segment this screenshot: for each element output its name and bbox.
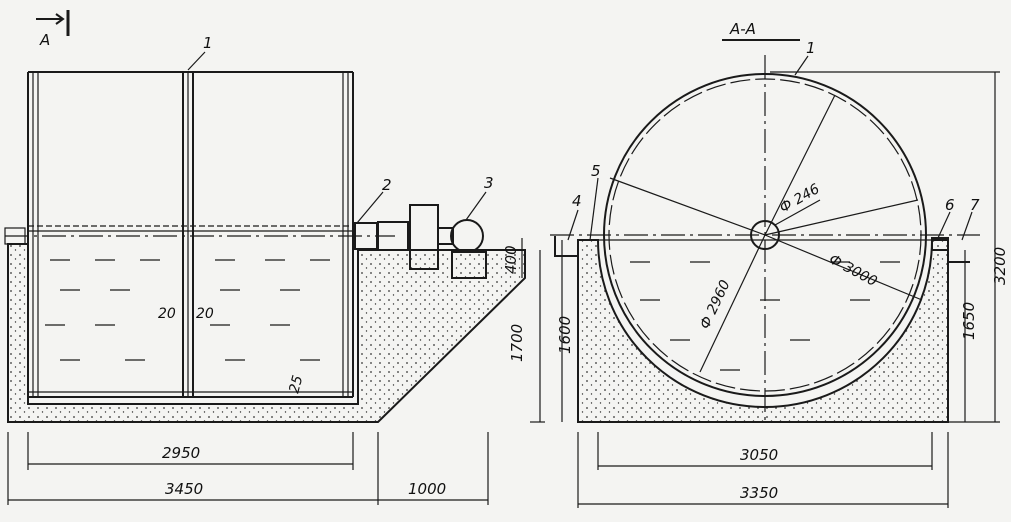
dim-height: 1700 — [508, 324, 526, 362]
sec-callout-4-leader — [567, 209, 579, 241]
sec-dim-inner: 3050 — [740, 446, 778, 464]
diam-outer: Ф 3000 — [826, 251, 880, 290]
callout-2: 2 — [382, 176, 392, 194]
bottom-thickness-label: 25 — [286, 374, 306, 395]
dim-extension: 1000 — [408, 480, 446, 498]
drum-side — [27, 71, 354, 398]
dim-inner: 2950 — [162, 444, 200, 462]
diameter-2960-line — [699, 234, 766, 373]
section-concrete-fill — [578, 240, 948, 422]
callout-3-leader — [465, 191, 487, 221]
radius-line-1 — [764, 94, 836, 236]
radius-line-6 — [764, 199, 919, 236]
wall-label-2: 20 — [196, 306, 214, 322]
sec-callout-6: 6 — [945, 196, 955, 214]
shaft-leader — [774, 199, 821, 226]
sec-dim-right-height: 1650 — [960, 302, 978, 340]
view-marker: A — [36, 10, 70, 49]
sec-callout-6-leader — [937, 211, 951, 239]
sec-callout-1: 1 — [806, 39, 816, 57]
callout-3: 3 — [484, 174, 494, 192]
wall-label-1: 20 — [158, 306, 176, 322]
diam-inner: Ф 2960 — [697, 278, 734, 332]
section-view: A-A Ф 246 Ф 3000 Ф 2960 — [550, 20, 1009, 508]
side-dimensions — [7, 238, 545, 505]
side-view: A — [4, 10, 545, 505]
shaft-end-left — [4, 227, 26, 245]
sec-callout-5: 5 — [591, 162, 601, 180]
water-dashes — [45, 259, 330, 361]
sec-callout-4: 4 — [572, 192, 582, 210]
sec-callout-7-leader — [961, 211, 973, 241]
sec-dim-total: 3350 — [740, 484, 778, 502]
radius-line-5 — [609, 177, 766, 236]
section-dimensions — [561, 71, 1000, 508]
coupling — [377, 221, 409, 251]
sec-dim-left-height: 1600 — [556, 316, 574, 354]
section-title: A-A — [729, 20, 756, 38]
motor — [450, 219, 484, 253]
callout-1: 1 — [203, 34, 213, 52]
right-channel — [931, 237, 949, 251]
drum-background — [28, 72, 353, 397]
callout-2-leader — [356, 191, 384, 224]
concrete-tank-fill — [8, 244, 525, 422]
coupling-2 — [437, 227, 454, 245]
sec-dim-overall-height: 3200 — [991, 247, 1009, 285]
motor-base — [451, 251, 487, 279]
shaft-hub — [750, 220, 780, 250]
sec-callout-5-leader — [589, 177, 599, 241]
drive-unit — [354, 204, 487, 279]
dim-total: 3450 — [165, 480, 203, 498]
section-concrete — [577, 239, 949, 423]
diameter-3000-line — [764, 234, 923, 301]
left-channel — [554, 236, 578, 257]
callout-1-leader — [187, 51, 206, 71]
section-water-dashes — [630, 261, 900, 371]
view-marker-label: A — [39, 31, 50, 49]
dim-level: 400 — [502, 245, 520, 274]
sec-callout-7: 7 — [970, 196, 980, 214]
